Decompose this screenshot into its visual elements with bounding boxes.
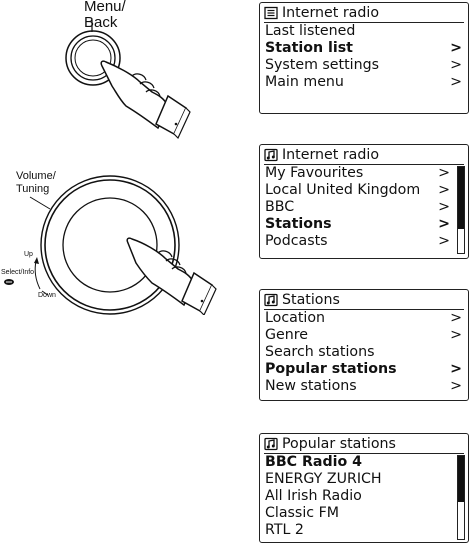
list-item[interactable]: Main menu > xyxy=(265,74,462,91)
up-label: Up xyxy=(24,251,33,258)
chevron-right-icon: > xyxy=(450,361,462,377)
list-item[interactable]: Last listened xyxy=(265,23,462,40)
tuning-knob-icon[interactable] xyxy=(0,165,240,315)
down-label: Down xyxy=(38,292,56,299)
volume-tuning-label-line1: Volume/ xyxy=(16,170,56,182)
list-item[interactable]: Classic FM xyxy=(265,505,450,522)
list-item[interactable]: Podcasts > xyxy=(265,233,450,250)
menu-back-label-line1: Menu/ xyxy=(84,0,126,15)
list-item[interactable]: RTL 2 xyxy=(265,522,450,539)
list-item-label: Main menu xyxy=(265,74,344,90)
list-item-selected[interactable]: Stations > xyxy=(265,216,450,233)
list-item[interactable]: My Favourites > xyxy=(265,165,450,182)
music-notes-icon xyxy=(264,437,278,450)
list-item-label: Popular stations xyxy=(265,361,397,377)
screen-title-bar: Internet radio xyxy=(264,145,464,165)
chevron-right-icon: > xyxy=(450,378,462,394)
list-item[interactable]: All Irish Radio xyxy=(265,488,450,505)
chevron-right-icon: > xyxy=(438,182,450,198)
screen-title: Popular stations xyxy=(282,435,396,452)
scrollbar-thumb[interactable] xyxy=(458,167,464,229)
lcd-screen-popular-stations: Popular stations BBC Radio 4 ENERGY ZURI… xyxy=(259,433,469,543)
screen-title: Stations xyxy=(282,291,340,308)
list-item-label: System settings xyxy=(265,57,379,73)
chevron-right-icon: > xyxy=(438,233,450,249)
list-item[interactable]: System settings > xyxy=(265,57,462,74)
list-item[interactable]: Genre > xyxy=(265,327,462,344)
scrollbar-thumb[interactable] xyxy=(458,456,464,502)
list-item[interactable]: Location > xyxy=(265,310,462,327)
list-item-label: BBC xyxy=(265,199,295,215)
screen-title-bar: Internet radio xyxy=(264,3,464,23)
tuning-knob-illustration: Volume/ Tuning Up Select/Info Down xyxy=(0,165,240,315)
list-item-label: All Irish Radio xyxy=(265,488,362,504)
list-item[interactable]: New stations > xyxy=(265,378,462,395)
list-item-label: Classic FM xyxy=(265,505,339,521)
list-item-selected[interactable]: Station list > xyxy=(265,40,462,57)
list-item-selected[interactable]: BBC Radio 4 xyxy=(265,454,450,471)
screen-title-bar: Stations xyxy=(264,290,464,310)
screen-title: Internet radio xyxy=(282,146,379,163)
list-item-label: Stations xyxy=(265,216,332,232)
list-item[interactable]: BBC > xyxy=(265,199,450,216)
list-item-label: Genre xyxy=(265,327,308,343)
screen-title: Internet radio xyxy=(282,4,379,21)
chevron-right-icon: > xyxy=(450,40,462,56)
menu-back-illustration: Menu/ Back xyxy=(40,0,220,140)
chevron-right-icon: > xyxy=(450,74,462,90)
menu-list-icon xyxy=(264,6,278,19)
lcd-screen-internet-radio-stations: Internet radio My Favourites > Local Uni… xyxy=(259,144,469,259)
list-item-label: ENERGY ZURICH xyxy=(265,471,382,487)
chevron-right-icon: > xyxy=(438,199,450,215)
select-info-label: Select/Info xyxy=(1,269,35,276)
scrollbar[interactable] xyxy=(457,166,465,254)
lcd-screen-internet-radio-main: Internet radio Last listened Station lis… xyxy=(259,2,469,114)
list-item-selected[interactable]: Popular stations > xyxy=(265,361,462,378)
screen-title-bar: Popular stations xyxy=(264,434,464,454)
list-item[interactable]: Local United Kingdom > xyxy=(265,182,450,199)
music-notes-icon xyxy=(264,293,278,306)
list-item-label: RTL 2 xyxy=(265,522,304,538)
list-item-label: Podcasts xyxy=(265,233,328,249)
menu-back-button-icon[interactable] xyxy=(40,0,220,140)
list-item[interactable]: Search stations xyxy=(265,344,462,361)
lcd-screen-stations: Stations Location > Genre > Search stati… xyxy=(259,289,469,401)
music-notes-icon xyxy=(264,148,278,161)
volume-tuning-label-line2: Tuning xyxy=(16,183,50,195)
scrollbar[interactable] xyxy=(457,455,465,540)
chevron-right-icon: > xyxy=(450,57,462,73)
chevron-right-icon: > xyxy=(438,165,450,181)
list-item-label: Location xyxy=(265,310,326,326)
list-item[interactable]: ENERGY ZURICH xyxy=(265,471,450,488)
list-item-label: BBC Radio 4 xyxy=(265,454,363,470)
list-item-label: Local United Kingdom xyxy=(265,182,421,198)
list-item-label: Station list xyxy=(265,40,353,56)
list-item-label: My Favourites xyxy=(265,165,364,181)
list-item-label: Search stations xyxy=(265,344,375,360)
list-item-label: New stations xyxy=(265,378,357,394)
chevron-right-icon: > xyxy=(450,310,462,326)
chevron-right-icon: > xyxy=(450,327,462,343)
chevron-right-icon: > xyxy=(438,216,450,232)
list-item-label: Last listened xyxy=(265,23,356,39)
